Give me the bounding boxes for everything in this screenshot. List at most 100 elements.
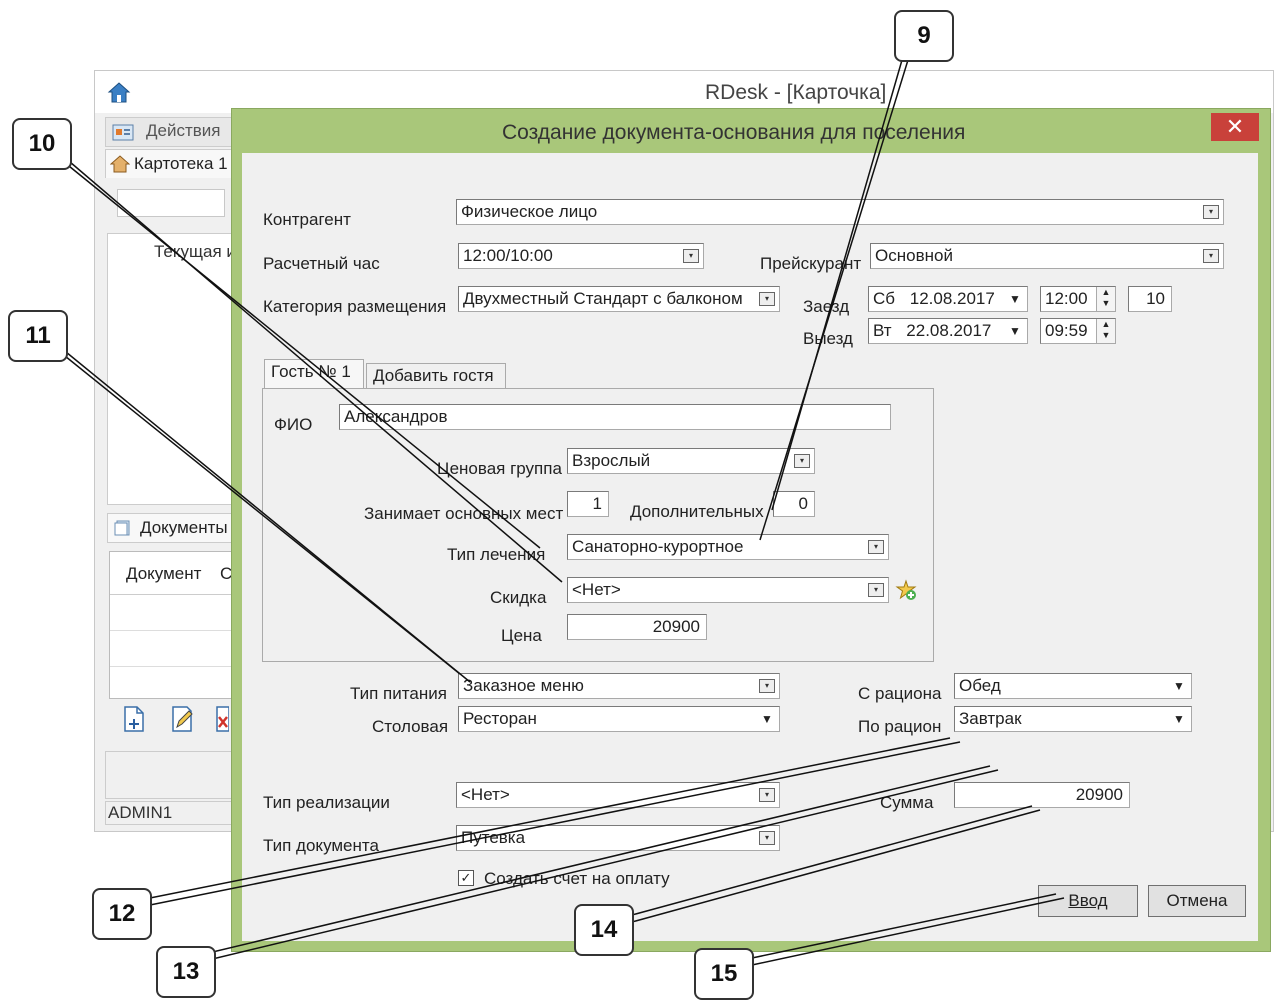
zaezd-label: Заезд (803, 297, 850, 316)
raschet-value: 12:00/10:00 (463, 246, 553, 265)
summa-label: Сумма (880, 793, 934, 812)
preiskurant-label: Прейскурант (760, 254, 862, 273)
zaezd-time: 12:00 (1045, 289, 1088, 308)
po-racion-select[interactable]: Завтрак ▼ (954, 706, 1192, 732)
tab-documents-label: Документы (140, 518, 228, 537)
add-document-icon[interactable] (121, 705, 147, 733)
status-bar: ADMIN1 (105, 801, 235, 825)
app-titlebar: RDesk - [Карточка] (95, 71, 1273, 113)
lechenie-select[interactable]: Санаторно-курортное ▾ (567, 534, 889, 560)
vyezd-date: 22.08.2017 (906, 321, 992, 340)
create-invoice-checkbox[interactable]: ✓ (458, 870, 474, 886)
table-row[interactable] (110, 666, 232, 667)
raschet-select[interactable]: 12:00/10:00 ▾ (458, 243, 704, 269)
stolovaya-value: Ресторан (463, 709, 537, 728)
lechenie-value: Санаторно-курортное (572, 537, 744, 556)
cancel-button[interactable]: Отмена (1148, 885, 1246, 917)
dropdown-icon: ▾ (759, 679, 775, 693)
create-document-dialog: Создание документа-основания для поселен… (231, 108, 1271, 952)
actions-menu[interactable]: Действия (105, 117, 235, 147)
stolovaya-label: Столовая (372, 717, 449, 736)
preiskurant-value: Основной (875, 246, 953, 265)
callout-13: 13 (156, 946, 216, 998)
dropdown-icon: ▾ (1203, 249, 1219, 263)
realizacia-select[interactable]: <Нет> ▾ (456, 782, 780, 808)
callout-14: 14 (574, 904, 634, 956)
chevron-down-icon[interactable]: ▼ (1009, 292, 1021, 306)
dropdown-icon: ▾ (868, 583, 884, 597)
cena-input[interactable]: 20900 (567, 614, 707, 640)
create-invoice-label[interactable]: Создать счет на оплату (484, 869, 670, 888)
fio-label: ФИО (274, 415, 313, 434)
pitanie-select[interactable]: Заказное меню ▾ (458, 673, 780, 699)
tab-guest-1[interactable]: Гость № 1 (264, 359, 364, 389)
preiskurant-select[interactable]: Основной ▾ (870, 243, 1224, 269)
edit-document-icon[interactable] (169, 705, 195, 733)
tipdoc-value: Путевка (461, 828, 526, 847)
chevron-down-icon[interactable]: ▼ (761, 712, 773, 726)
dropdown-icon: ▾ (759, 788, 775, 802)
kontragent-label: Контрагент (263, 210, 351, 229)
tab-add-guest-label: Добавить гостя (373, 366, 494, 385)
cenovaya-label: Ценовая группа (437, 459, 562, 478)
time-spinner-icon[interactable]: ▲▼ (1096, 319, 1115, 343)
table-header: Документ С (110, 552, 232, 595)
chevron-down-icon[interactable]: ▼ (1173, 679, 1185, 693)
current-label: Текущая и (154, 242, 236, 261)
vyezd-time: 09:59 (1045, 321, 1088, 340)
ok-button[interactable]: Ввод (1038, 885, 1138, 917)
bg-input[interactable] (117, 189, 225, 217)
summa-input[interactable]: 20900 (954, 782, 1130, 808)
tab-guest-1-label: Гость № 1 (271, 362, 351, 381)
osnovnyh-input[interactable]: 1 (567, 491, 609, 517)
skidka-label: Скидка (490, 588, 547, 607)
tab-add-guest[interactable]: Добавить гостя (366, 363, 506, 389)
callout-11: 11 (8, 310, 68, 362)
zaezd-date-picker[interactable]: Сб 12.08.2017 ▼ (868, 286, 1028, 312)
fio-input[interactable]: Александров (339, 404, 891, 430)
close-button[interactable]: ✕ (1211, 113, 1259, 141)
kategoria-label: Категория размещения (263, 297, 447, 316)
s-raciona-select[interactable]: Обед ▼ (954, 673, 1192, 699)
skidka-select[interactable]: <Нет> ▾ (567, 577, 889, 603)
time-spinner-icon[interactable]: ▲▼ (1096, 287, 1115, 311)
chevron-down-icon[interactable]: ▼ (1009, 324, 1021, 338)
add-discount-icon[interactable] (895, 579, 917, 601)
cenovaya-select[interactable]: Взрослый ▾ (567, 448, 815, 474)
po-racion-value: Завтрак (959, 709, 1022, 728)
home-icon (110, 155, 130, 173)
dropdown-icon: ▾ (759, 292, 775, 306)
tipdoc-select[interactable]: Путевка ▾ (456, 825, 780, 851)
dropdown-icon: ▾ (1203, 205, 1219, 219)
delete-document-icon[interactable] (215, 705, 229, 733)
table-row[interactable] (110, 630, 232, 631)
zaezd-day: Сб (873, 289, 896, 308)
guest-panel: ФИО Александров Ценовая группа Взрослый … (262, 388, 934, 662)
dop-input[interactable]: 0 (773, 491, 815, 517)
tab-kartoteka[interactable]: Картотека 1 (105, 149, 235, 178)
pitanie-label: Тип питания (350, 684, 447, 703)
tab-kartoteka-label: Картотека 1 (134, 154, 228, 173)
zaezd-date: 12.08.2017 (909, 289, 995, 308)
s-raciona-value: Обед (959, 676, 1001, 695)
realizacia-value: <Нет> (461, 785, 510, 804)
nights-input[interactable]: 10 (1128, 286, 1172, 312)
dropdown-icon: ▾ (868, 540, 884, 554)
po-racion-label: По рацион (858, 717, 942, 736)
vyezd-date-picker[interactable]: Вт 22.08.2017 ▼ (868, 318, 1028, 344)
vyezd-time-input[interactable]: 09:59 ▲▼ (1040, 318, 1116, 344)
stolovaya-select[interactable]: Ресторан ▼ (458, 706, 780, 732)
kontragent-select[interactable]: Физическое лицо ▾ (456, 199, 1224, 225)
dropdown-icon: ▾ (683, 249, 699, 263)
s-raciona-label: С рациона (858, 684, 942, 703)
status-user: ADMIN1 (108, 803, 173, 822)
vyezd-day: Вт (873, 321, 892, 340)
kategoria-select[interactable]: Двухместный Стандарт с балконом ▾ (458, 286, 780, 312)
callout-12: 12 (92, 888, 152, 940)
zaezd-time-input[interactable]: 12:00 ▲▼ (1040, 286, 1116, 312)
chevron-down-icon[interactable]: ▼ (1173, 712, 1185, 726)
col-document[interactable]: Документ (126, 564, 202, 583)
tab-documents[interactable]: Документы (107, 513, 233, 543)
dropdown-icon: ▾ (794, 454, 810, 468)
raschet-label: Расчетный час (263, 254, 380, 273)
